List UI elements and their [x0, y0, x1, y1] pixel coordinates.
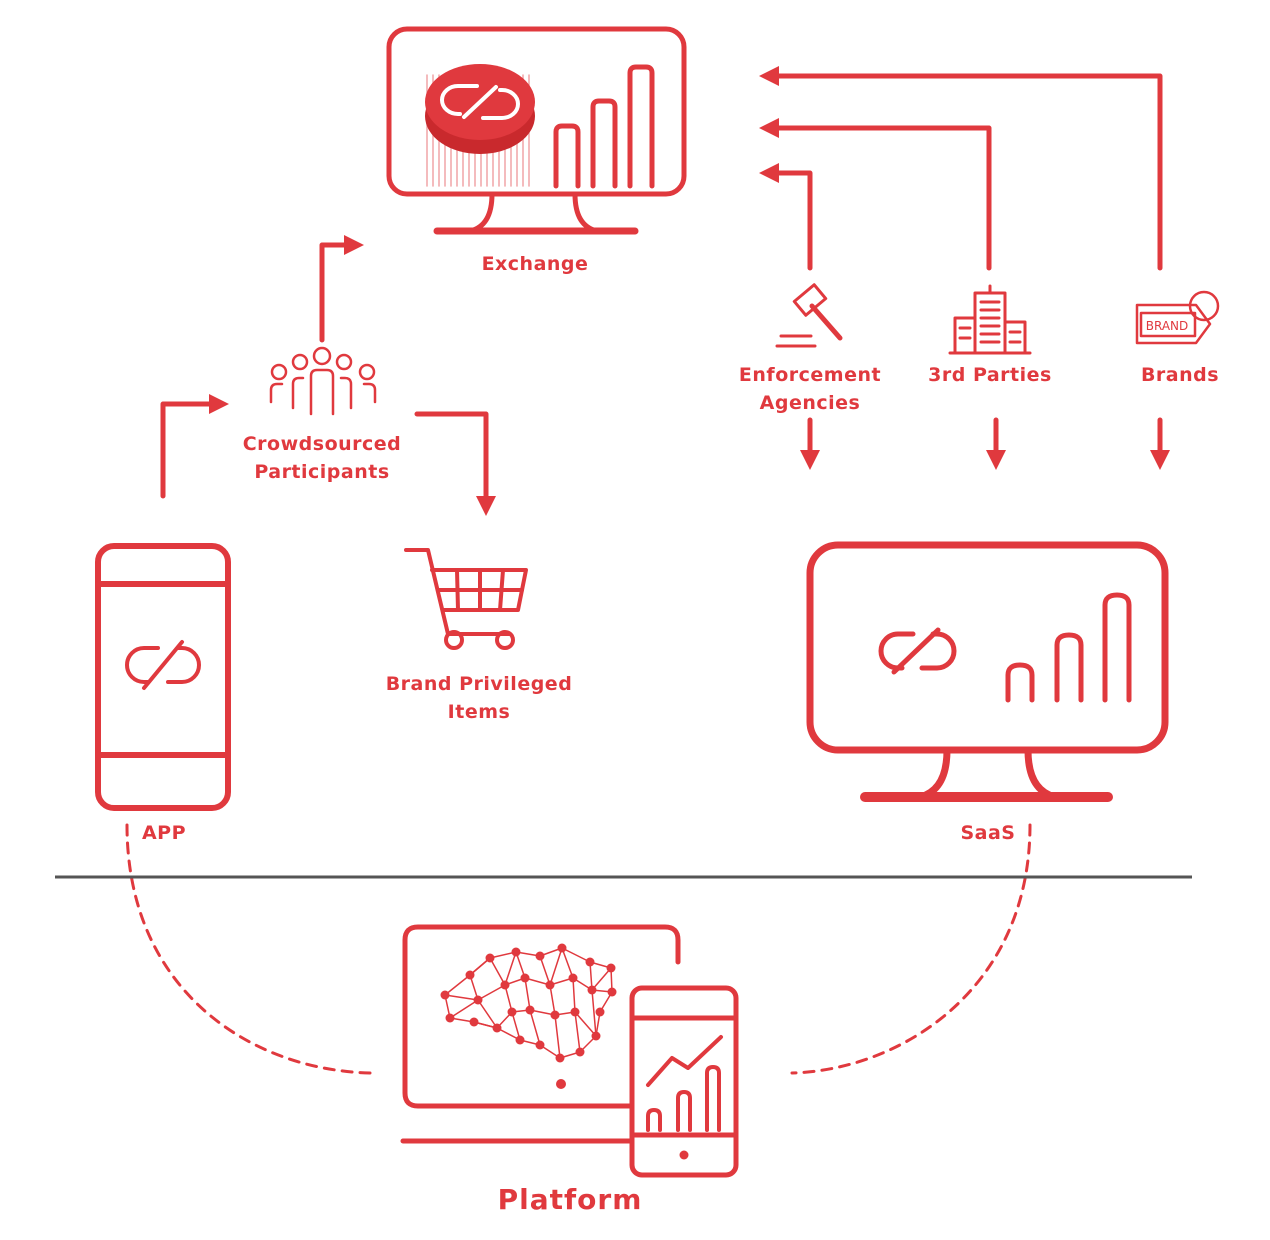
brands-label: Brands: [1140, 364, 1220, 386]
saas-label: SaaS: [960, 822, 1016, 844]
platform-label: Platform: [497, 1183, 643, 1216]
shopping-cart-icon: [404, 548, 528, 650]
analytics-phone-icon: [629, 985, 739, 1178]
coin-icon: [425, 64, 535, 154]
ai-brain-laptop-icon: [400, 924, 681, 1144]
exchange-label: Exchange: [481, 253, 589, 275]
app-label: APP: [141, 822, 187, 844]
brand-tag-icon: [1135, 290, 1220, 345]
brand-tag-text: BRAND: [1146, 319, 1189, 333]
crowd-icon: [269, 346, 377, 416]
buildings-icon: [948, 284, 1032, 355]
gavel-icon: [775, 283, 843, 348]
app-phone-icon: [95, 543, 231, 811]
third-parties-label: 3rd Parties: [928, 364, 1052, 386]
saas-monitor-icon: [806, 541, 1169, 802]
